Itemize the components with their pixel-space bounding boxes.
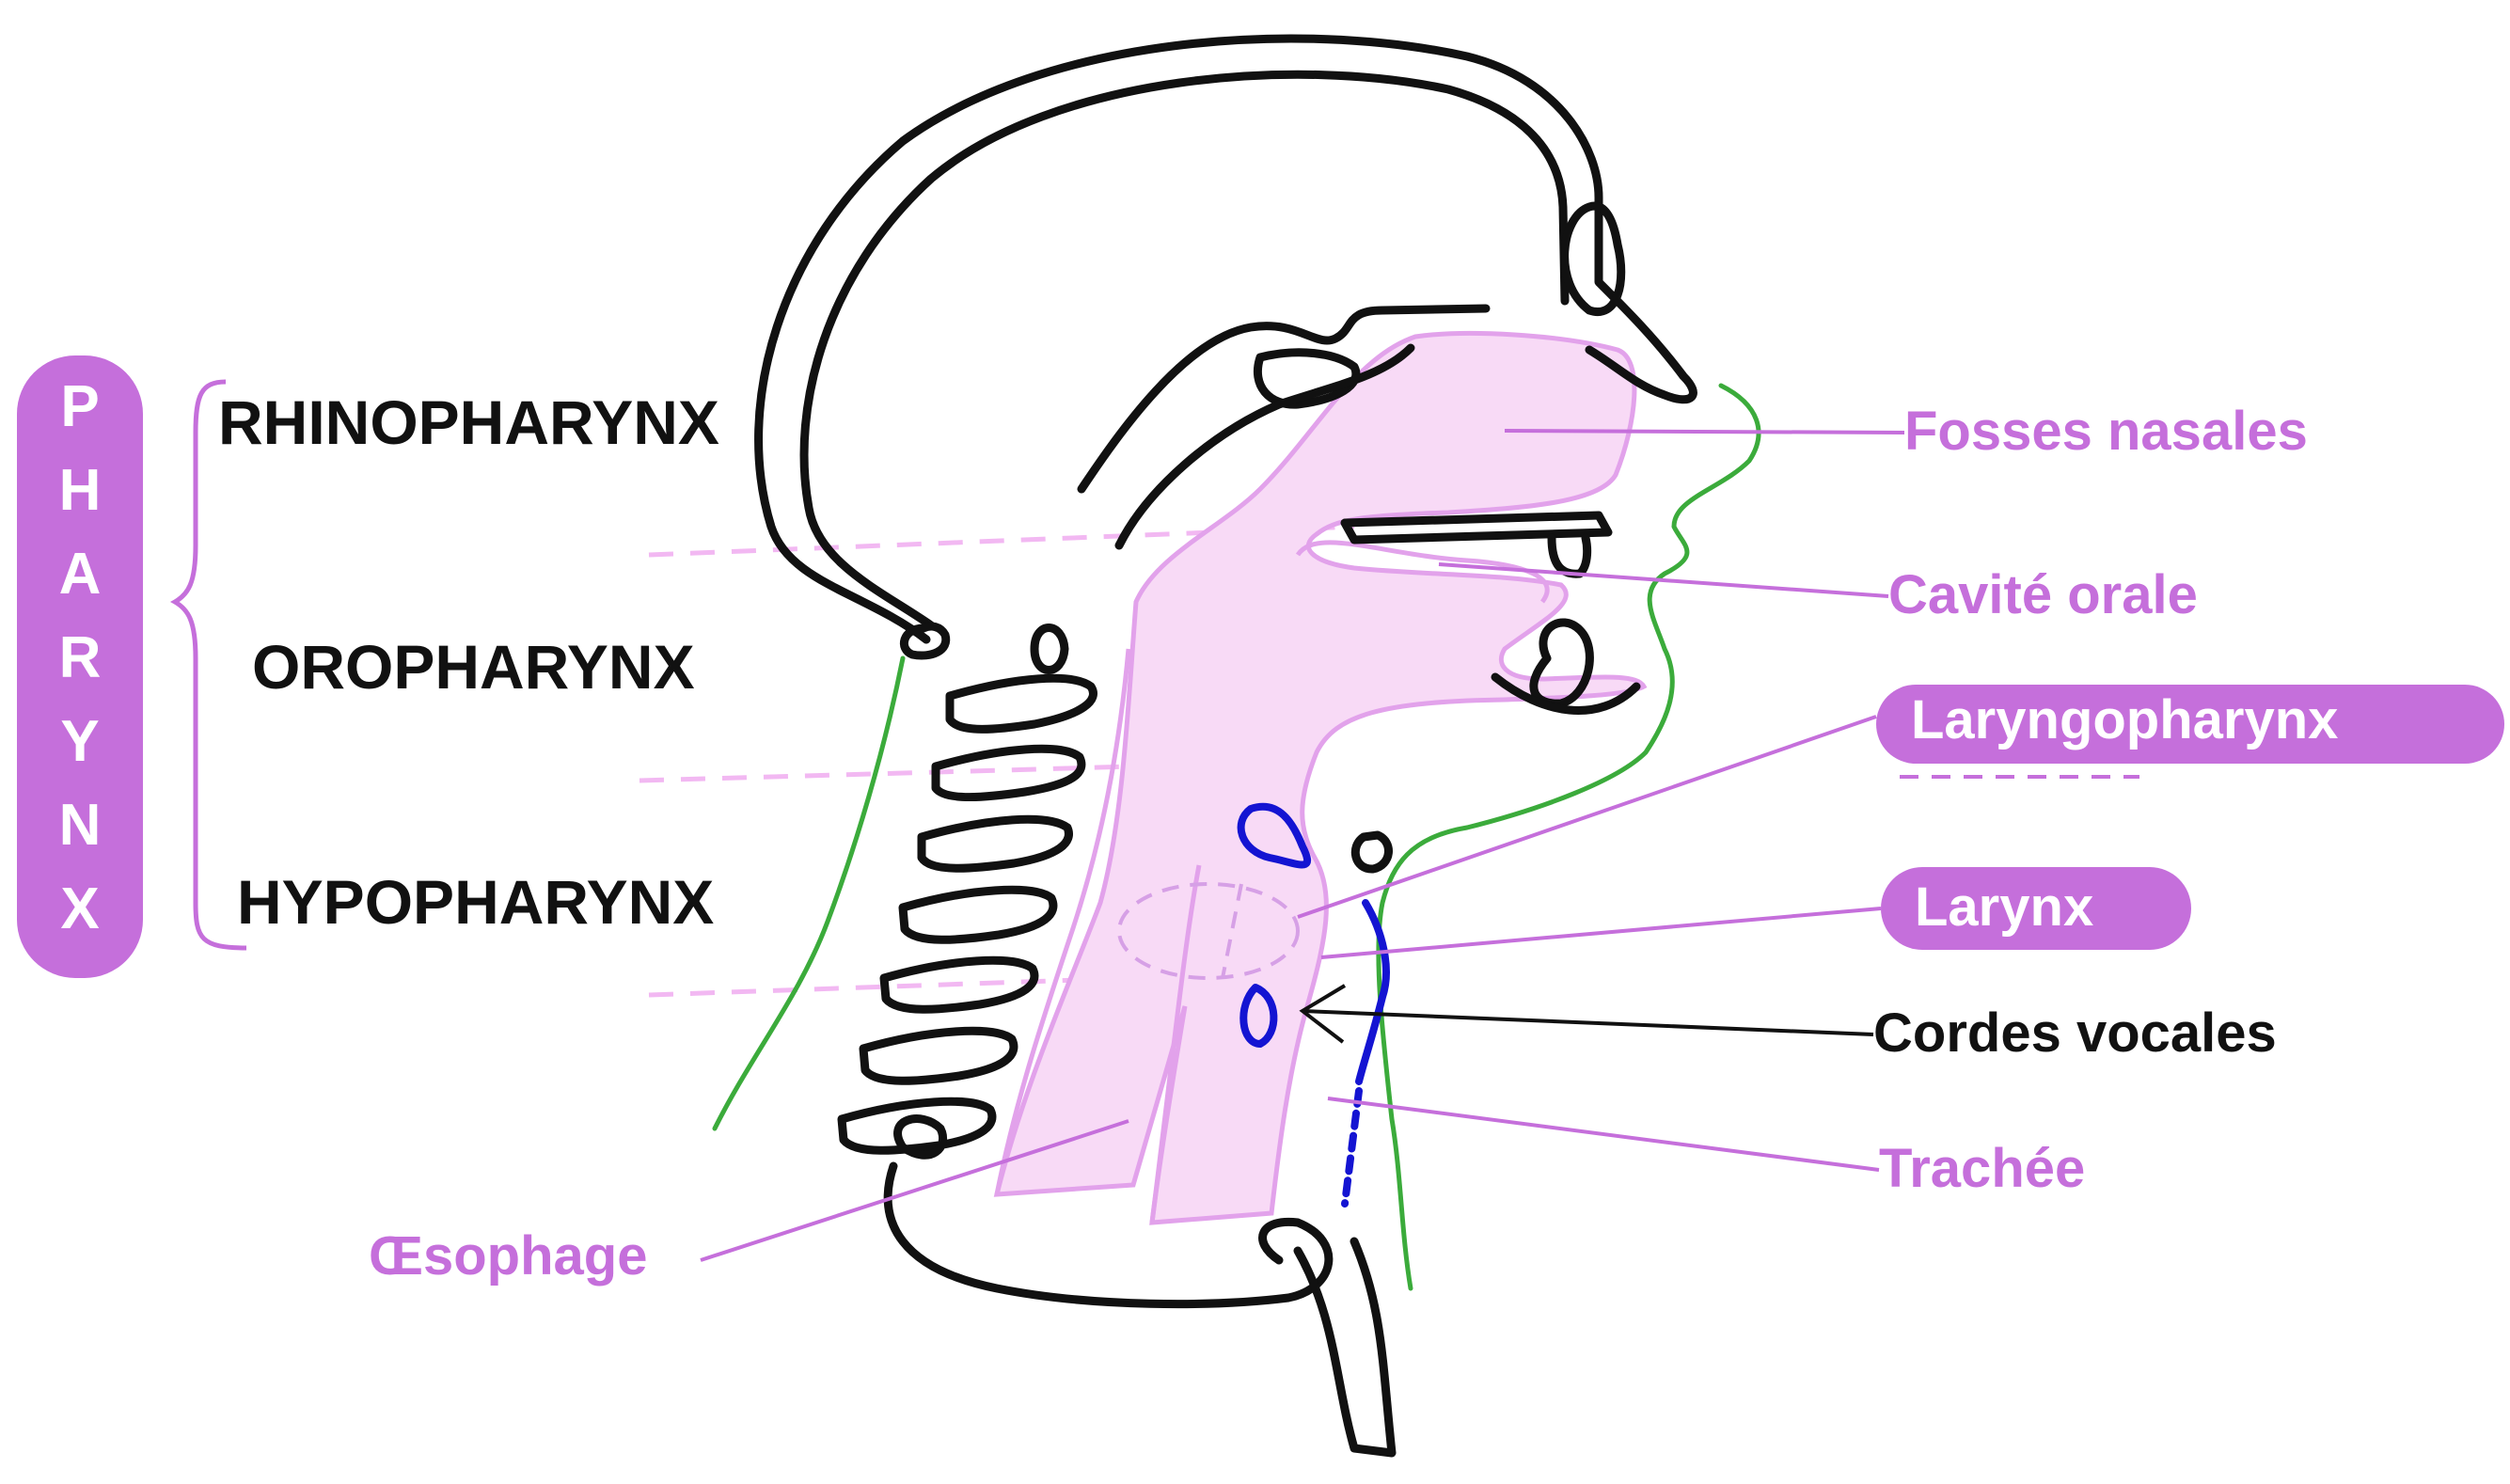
laryngopharynx-label: Laryngopharynx xyxy=(1911,689,2338,750)
trachee-label: Trachée xyxy=(1879,1138,2085,1199)
upper-tooth xyxy=(1552,538,1587,574)
pharynx-letter: X xyxy=(60,876,99,941)
vertebra xyxy=(863,1031,1014,1081)
leader-laryngopharynx xyxy=(1298,717,1876,917)
pharynx-letter: N xyxy=(59,793,102,858)
larynx-label: Larynx xyxy=(1915,876,2093,938)
leader-larynx xyxy=(1321,908,1881,957)
vertebra xyxy=(922,819,1069,868)
thyroid-cartilage xyxy=(1359,903,1386,1081)
leader-fosses-nasales xyxy=(1505,431,1904,433)
hypopharynx-label: HYPOPHARYNX xyxy=(237,867,714,937)
pharynx-badge: P H A R Y N X xyxy=(17,355,143,978)
spinous-process xyxy=(1034,628,1065,671)
oesophage-label: Œsophage xyxy=(369,1225,648,1287)
rhinopharynx-label: RHINOPHARYNX xyxy=(218,387,719,457)
hyoid xyxy=(1355,835,1388,869)
vertebra xyxy=(842,1101,992,1150)
fosses-nasales-label: Fosses nasales xyxy=(1904,401,2308,462)
vertebra xyxy=(903,890,1053,939)
leader-cordes-vocales xyxy=(1302,1011,1873,1034)
curly-brace xyxy=(175,382,246,948)
vertebra xyxy=(950,678,1094,729)
hard-palate xyxy=(1345,515,1608,540)
cordes-vocales-label: Cordes vocales xyxy=(1873,1002,2277,1064)
pharynx-letter: P xyxy=(60,374,99,439)
pharynx-letter: H xyxy=(59,458,102,523)
upper-arm xyxy=(1298,1241,1392,1453)
pharynx-letter: A xyxy=(59,542,102,607)
cavite-orale-label: Cavité orale xyxy=(1888,564,2198,625)
vertebra xyxy=(936,749,1081,797)
cricoid-rings xyxy=(1345,1091,1359,1204)
neck-back-skin xyxy=(715,658,903,1129)
pharynx-letter: R xyxy=(59,625,102,690)
pharynx-letter: Y xyxy=(60,709,99,774)
oropharynx-label: OROPHARYNX xyxy=(252,632,695,702)
leader-trachee xyxy=(1328,1098,1879,1170)
